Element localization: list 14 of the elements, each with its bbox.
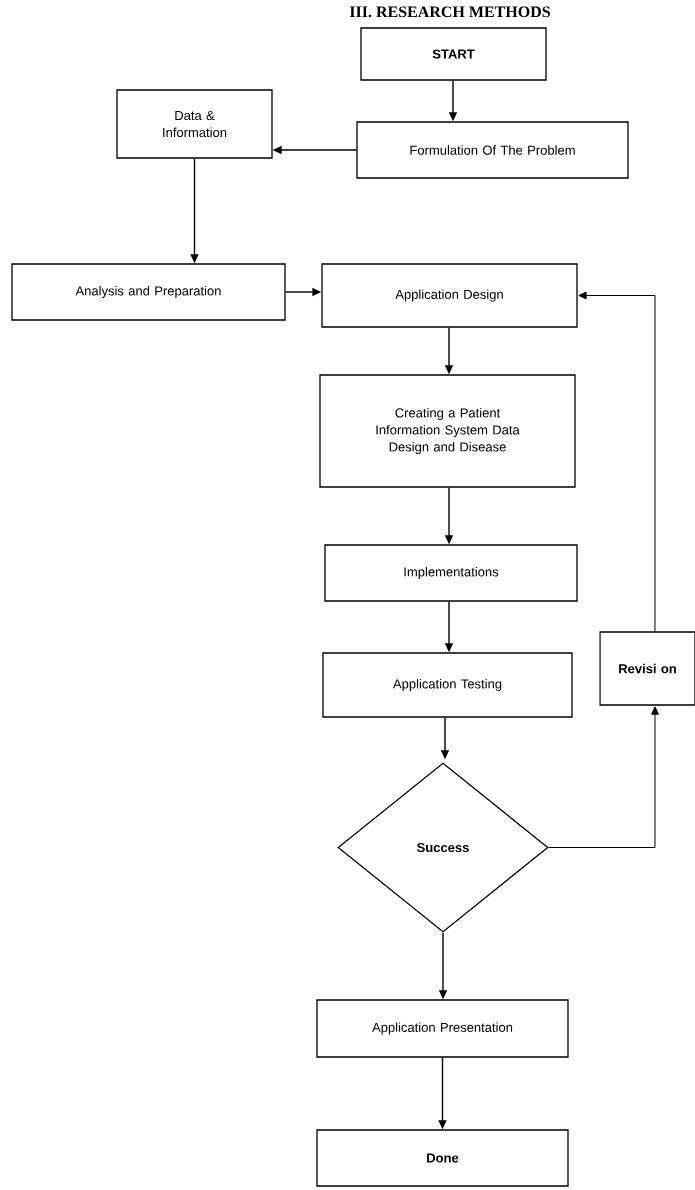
arrow bbox=[548, 706, 659, 848]
process-box: Creating a Patient Information System Data Design and Disease bbox=[319, 374, 576, 488]
process-box: Implementations bbox=[324, 544, 578, 602]
process-box: Application Design bbox=[321, 263, 578, 328]
terminal-box: Done bbox=[316, 1129, 569, 1187]
title: III. RESEARCH METHODS bbox=[349, 6, 550, 18]
arrow bbox=[578, 291, 656, 632]
process-box: Analysis and Preparation bbox=[11, 263, 286, 321]
process-box: Formulation Of The Problem bbox=[356, 121, 629, 179]
process-box: Revisi on bbox=[599, 631, 695, 706]
process-box: Application Presentation bbox=[316, 999, 569, 1058]
process-box: Data & Information bbox=[116, 89, 273, 159]
process-box: Application Testing bbox=[322, 652, 573, 718]
terminal-box: START bbox=[360, 27, 547, 81]
